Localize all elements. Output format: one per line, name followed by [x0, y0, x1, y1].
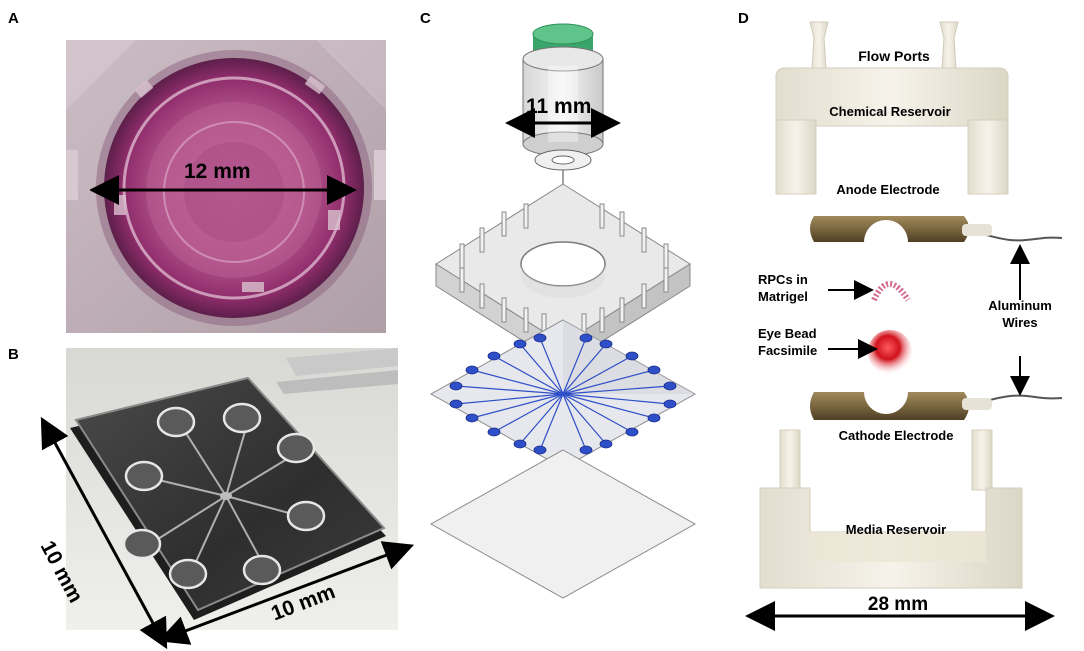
media-reservoir-part: [759, 429, 1023, 589]
exploded-assembly-diagram: [429, 23, 697, 599]
label-anode-electrode: Anode Electrode: [836, 182, 940, 197]
panel-b-dimension-arrows: [40, 416, 415, 650]
panel-letter-d: D: [738, 10, 749, 27]
cathode-electrode-part: [810, 392, 1063, 420]
panel-a-dimension-arrow: [90, 175, 357, 205]
label-width-28mm: 28 mm: [867, 594, 929, 615]
label-media-reservoir: Media Reservoir: [845, 522, 947, 537]
chemical-reservoir-part: [775, 21, 1009, 195]
label-eye-bead-line1: Eye Bead: [758, 326, 817, 341]
electrotaxis-chamber-illustration: [745, 21, 1063, 631]
panel-letter-c: C: [420, 10, 431, 27]
eye-bead: [868, 330, 912, 374]
anode-electrode-part: [810, 216, 1063, 242]
panel-a-dimension-label: 12 mm: [184, 160, 251, 183]
label-cathode-electrode: Cathode Electrode: [838, 428, 954, 443]
label-chemical-reservoir: Chemical Reservoir: [829, 104, 951, 119]
label-rpcs-line2: Matrigel: [758, 289, 808, 304]
rpc-arc: [871, 281, 911, 302]
base-plate: [429, 449, 697, 599]
panel-letter-a: A: [8, 10, 19, 27]
electrode-layer: [429, 319, 697, 469]
label-eye-bead-line2: Facsimile: [758, 343, 818, 358]
label-aluminum-line2: Wires: [1002, 315, 1038, 330]
label-flow-ports: Flow Ports: [858, 48, 930, 64]
label-rpcs-line1: RPCs in: [758, 272, 808, 287]
panel-letter-b: B: [8, 346, 19, 363]
label-aluminum-line1: Aluminum: [988, 298, 1052, 313]
panel-c-dimension-label: 11 mm: [526, 95, 592, 118]
